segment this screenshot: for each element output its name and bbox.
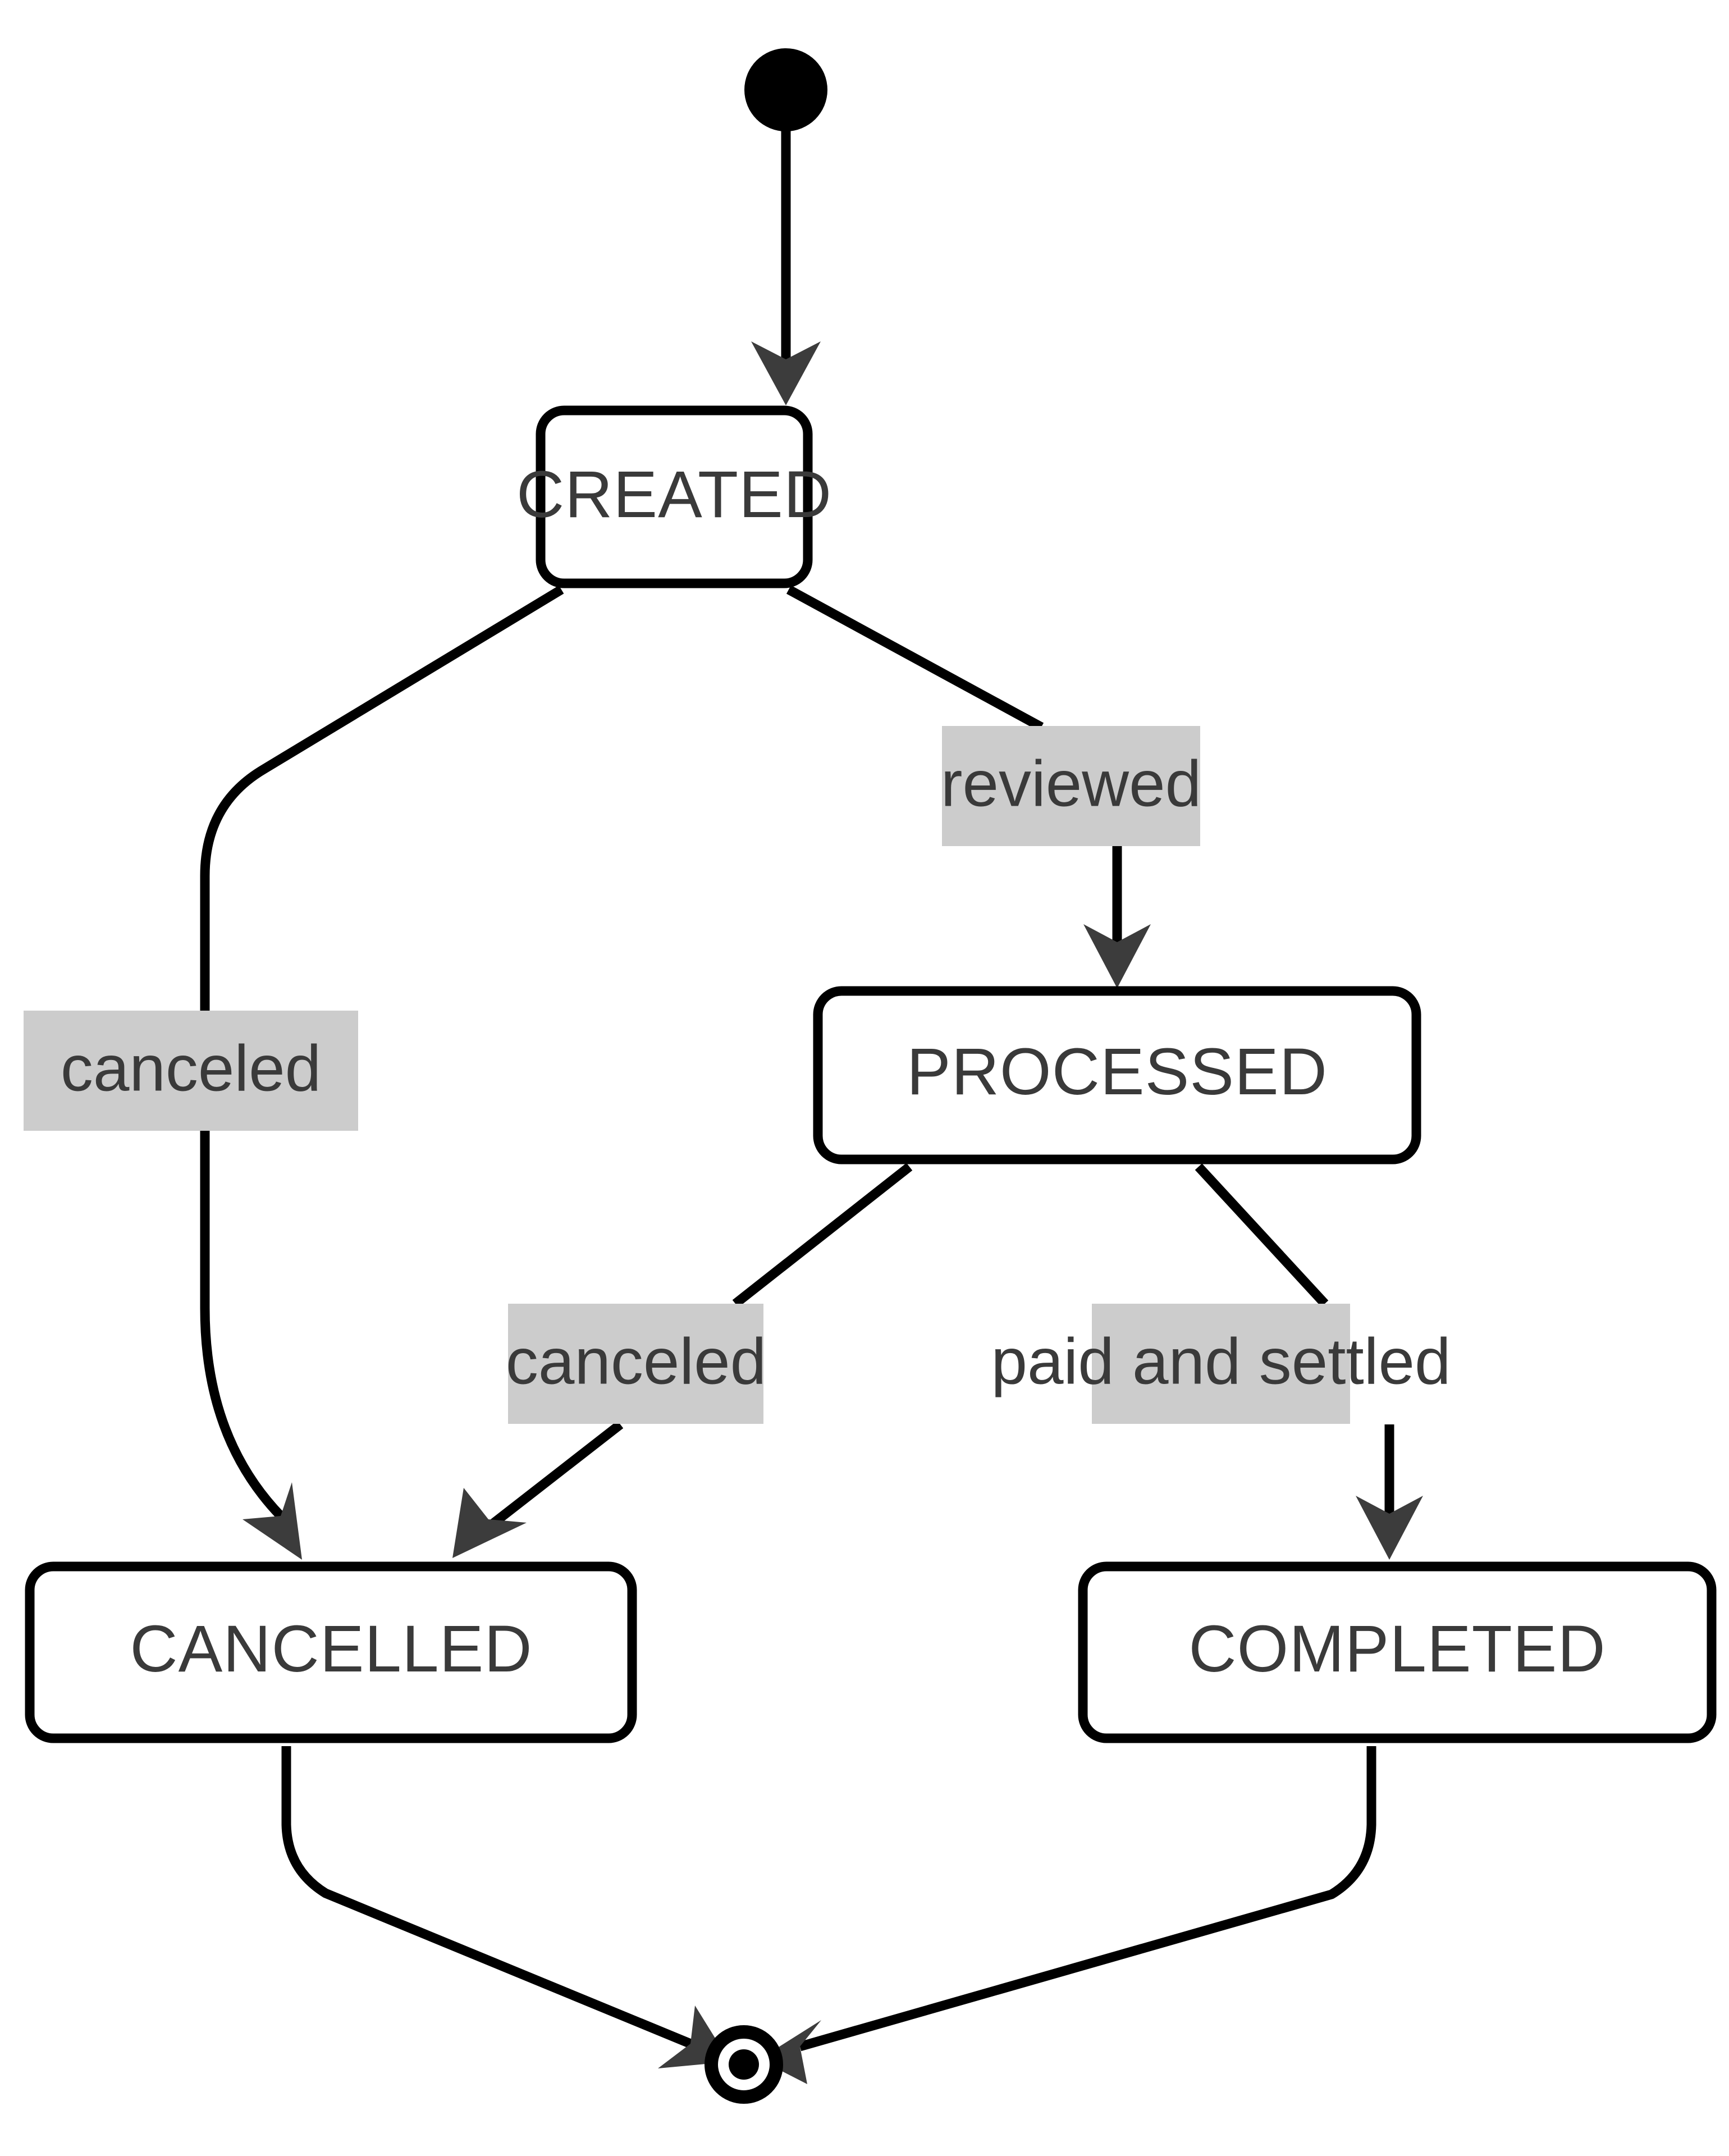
transition-initial-to-created [751, 95, 821, 405]
state-box-cancelled [25, 1561, 637, 1743]
edge-line-created-cancelled-upper [200, 585, 564, 1011]
edge-line-created-cancelled-lower [200, 1100, 285, 1519]
edge-label-processed-cancelled: canceled [506, 1304, 766, 1424]
transition-processed-to-completed [1195, 1163, 1423, 1560]
edge-label-created-processed: reviewed [941, 726, 1201, 846]
edge-label-background [942, 726, 1200, 846]
edge-label-text-canceled-1: canceled [61, 1032, 321, 1105]
edge-label-background [24, 1011, 358, 1131]
edge-label-background [1092, 1304, 1350, 1424]
edge-line-processed-completed-upper [1195, 1163, 1329, 1307]
edge-label-created-cancelled: canceled [24, 1011, 358, 1131]
edge-line-processed-cancelled-upper [732, 1163, 913, 1308]
initial-state-node[interactable] [744, 48, 827, 131]
arrowhead-icon [452, 1488, 527, 1558]
arrowhead-icon [759, 2020, 821, 2084]
state-box-processed [813, 986, 1421, 1164]
state-node-cancelled[interactable]: CANCELLED [25, 1561, 637, 1743]
arrowhead-icon [751, 341, 821, 405]
transition-cancelled-to-final [281, 1746, 730, 2068]
transition-processed-to-cancelled [452, 1163, 913, 1558]
arrowhead-icon [1083, 924, 1151, 988]
edge-label-processed-completed: paid and settled [991, 1304, 1451, 1424]
state-node-created[interactable]: CREATED [516, 405, 832, 588]
edge-label-background [508, 1304, 763, 1424]
state-box-completed [1078, 1561, 1717, 1743]
state-label-created: CREATED [516, 458, 832, 532]
edge-line-created-processed-upper [786, 585, 1044, 732]
filled-circle-icon [744, 48, 827, 131]
final-state-node[interactable] [705, 2025, 783, 2104]
transition-created-to-processed [786, 585, 1151, 988]
arrowhead-icon [243, 1482, 302, 1560]
double-circle-inner-icon [729, 2049, 759, 2080]
edge-label-text-reviewed: reviewed [941, 747, 1201, 820]
state-label-completed: COMPLETED [1188, 1612, 1606, 1686]
state-node-completed[interactable]: COMPLETED [1078, 1561, 1717, 1743]
edge-line-processed-cancelled-lower [485, 1420, 624, 1531]
state-label-cancelled: CANCELLED [130, 1612, 532, 1686]
transition-completed-to-final [759, 1746, 1376, 2084]
state-node-processed[interactable]: PROCESSED [813, 986, 1421, 1164]
edge-label-text-canceled-2: canceled [506, 1325, 766, 1398]
edge-line-cancelled-final [281, 1746, 693, 2048]
edge-line-completed-final [798, 1746, 1376, 2052]
state-label-processed: PROCESSED [907, 1035, 1328, 1109]
arrowhead-icon [1356, 1496, 1423, 1560]
transition-created-to-cancelled [200, 585, 564, 1560]
state-box-created [536, 405, 813, 588]
edge-label-text-paid-and-settled: paid and settled [991, 1325, 1451, 1398]
